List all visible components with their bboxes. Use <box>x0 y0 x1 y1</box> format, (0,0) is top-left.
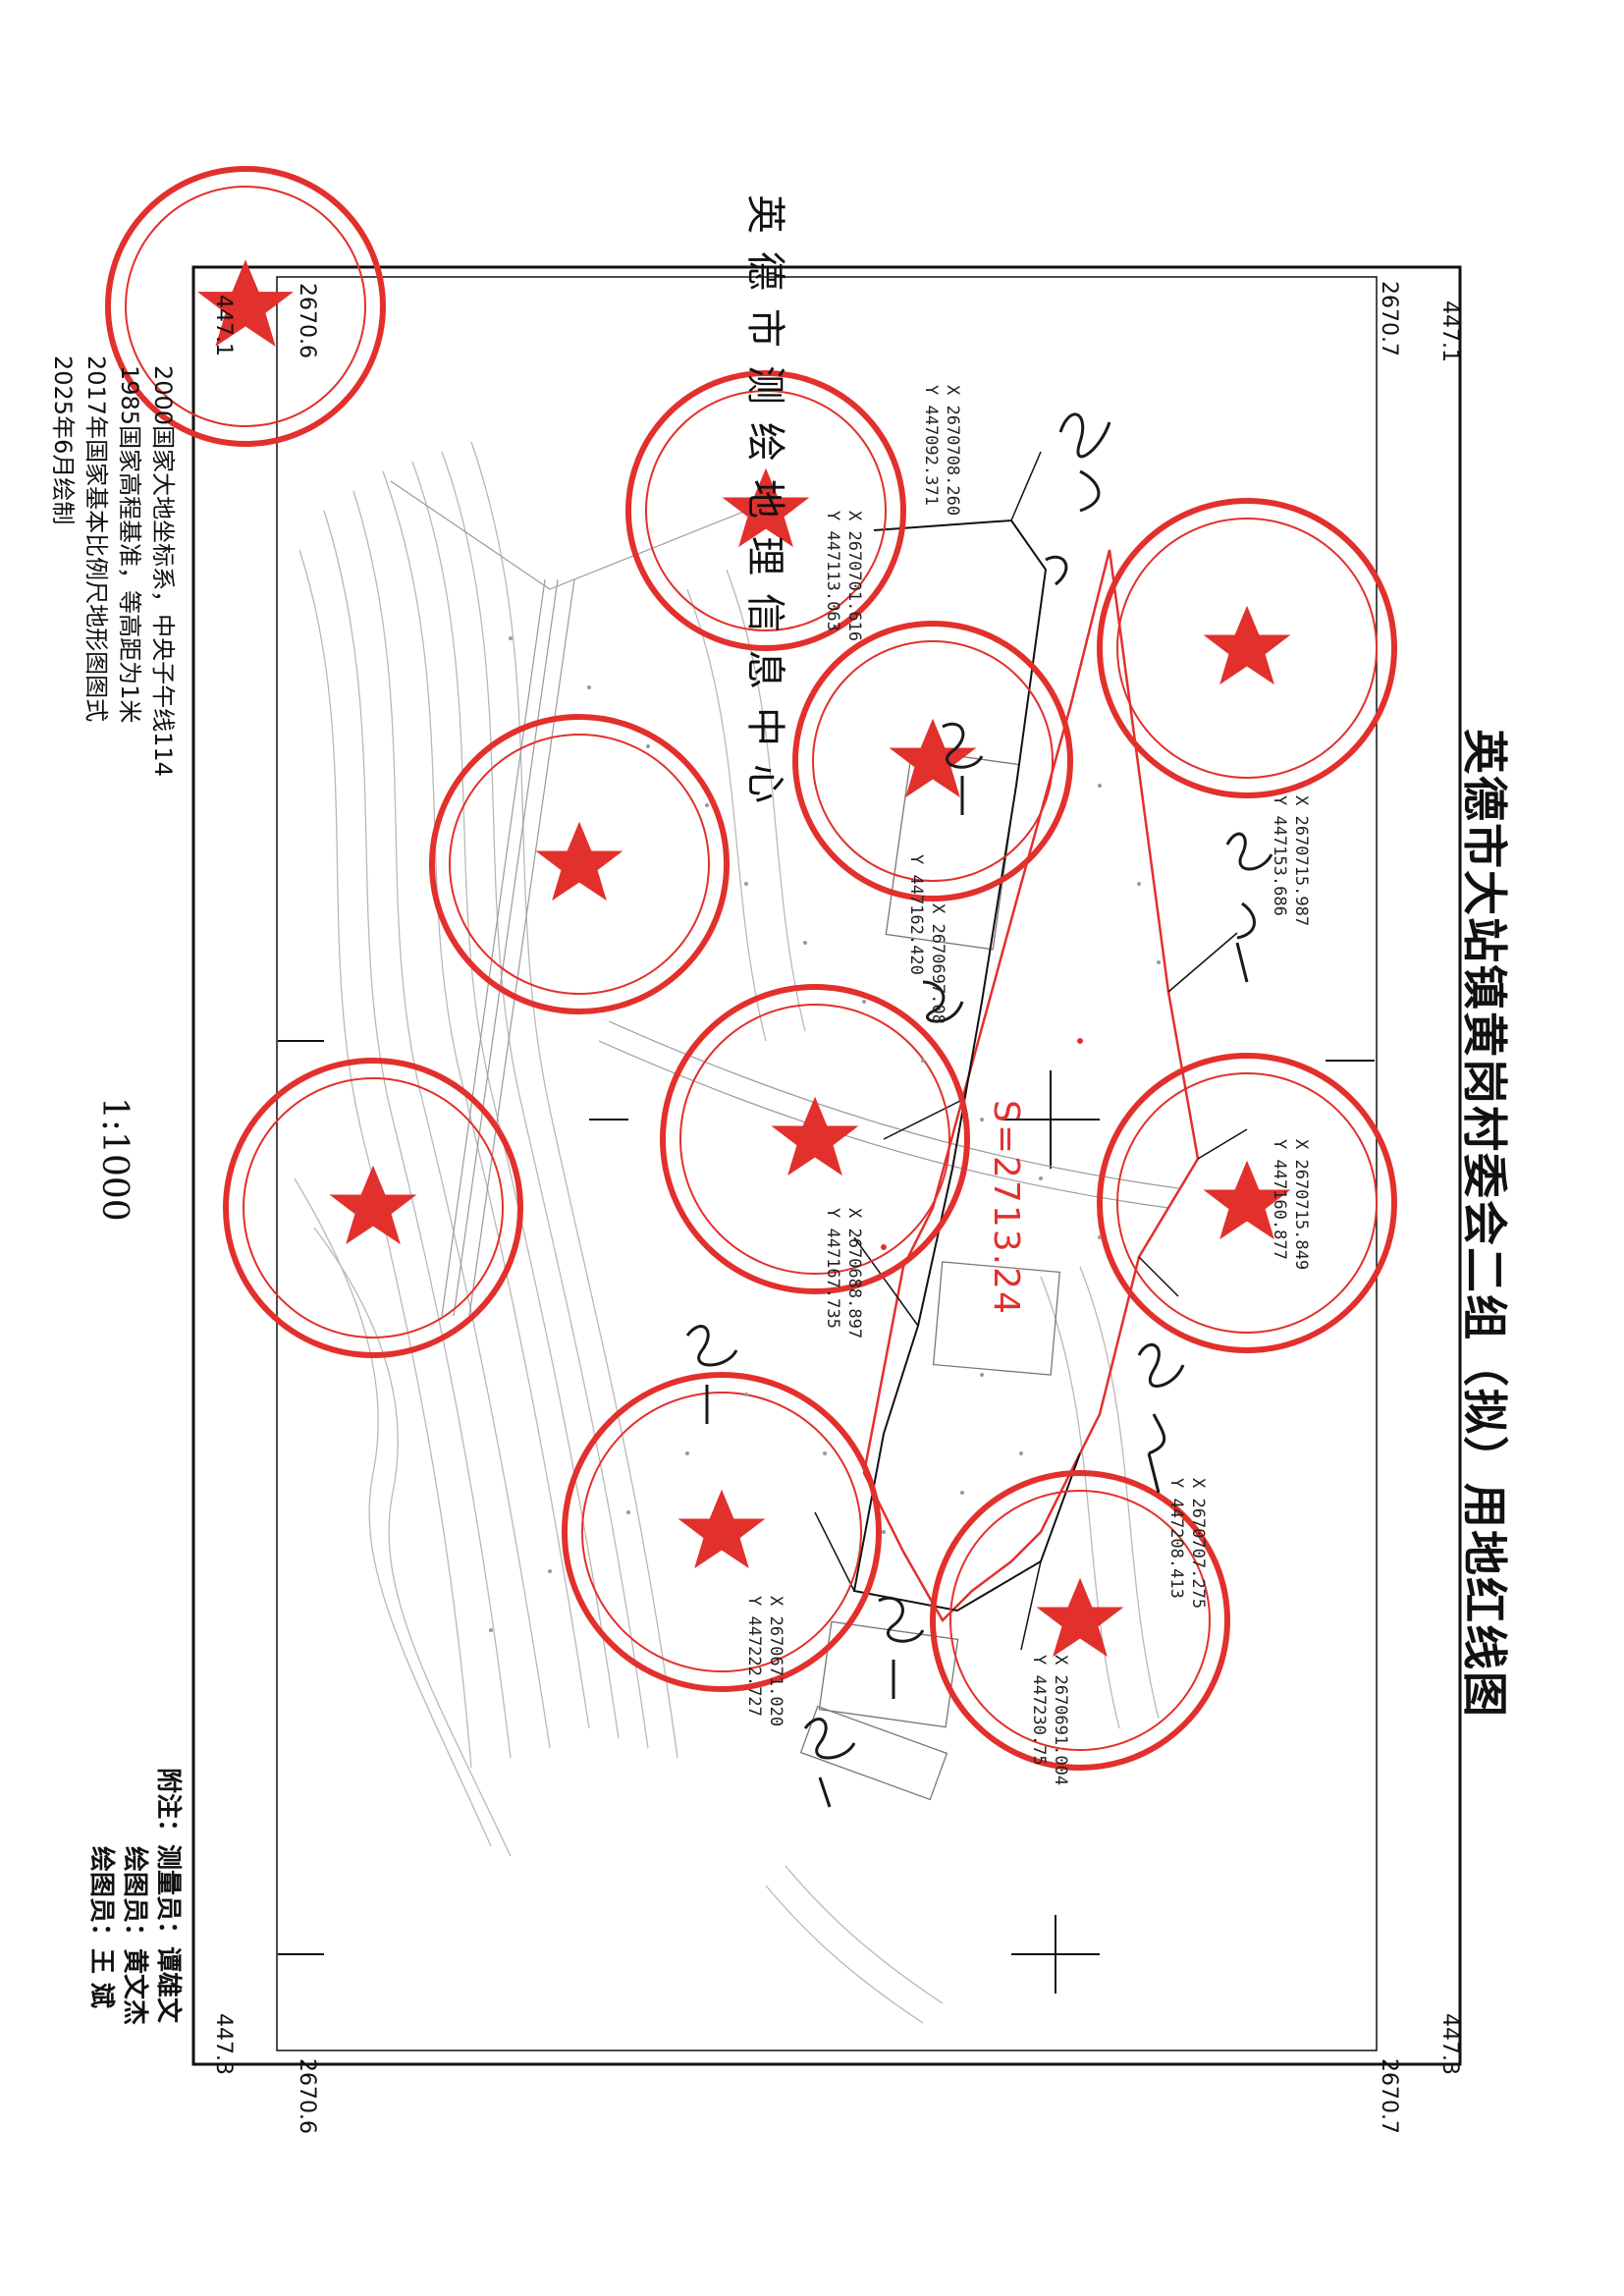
coord-y-8: Y 447222.727 <box>744 1596 764 1717</box>
map-outer-frame <box>191 265 1462 2066</box>
note-drawing-date: 2025年6月绘制 <box>49 355 77 525</box>
seal-residents-committee-3 <box>660 984 970 1294</box>
grid-label-top-left-x: 2670.6 <box>295 283 319 358</box>
coord-y-1: Y 447092.371 <box>921 385 941 506</box>
coord-x-2: X 2670701.616 <box>844 511 864 642</box>
coord-x-6: X 2670688.897 <box>844 1208 864 1339</box>
grid-label-top-right-y: 447.1 <box>1437 301 1462 362</box>
coord-x-3: X 2670715.987 <box>1291 795 1311 927</box>
grid-label-bottom-left-y: 447.3 <box>211 2013 236 2075</box>
grid-label-bottom-right-x: 2670.7 <box>1377 2058 1401 2134</box>
coord-y-3: Y 447153.686 <box>1270 795 1289 916</box>
seal-residents-committee-2 <box>429 714 730 1014</box>
seal-village-committee-3 <box>930 1470 1230 1771</box>
map-title: 英德市大站镇黄岗村委会二组（拟）用地红线图 <box>1458 729 1511 1719</box>
coord-x-1: X 2670708.260 <box>943 385 962 517</box>
note-elevation-datum: 1985国家高程基准，等高距为1米 <box>116 365 143 724</box>
coord-x-9: X 2670691.004 <box>1051 1655 1070 1786</box>
seals-layer <box>105 166 1397 1771</box>
grid-label-bottom-left-x: 2670.6 <box>295 2058 319 2134</box>
note-map-symbols: 2017年国家基本比例尺地形图图式 <box>82 355 110 723</box>
coord-y-4: Y 447162.420 <box>906 854 926 975</box>
coordinate-leaders <box>814 451 1248 1651</box>
map-inner-frame <box>276 276 1378 2051</box>
road-lines <box>390 480 1179 1317</box>
survey-polyline <box>852 519 1081 1613</box>
coord-y-5: Y 447160.877 <box>1270 1139 1289 1260</box>
seal-village-committee-1 <box>1097 498 1397 798</box>
note-coordinate-system: 2000国家大地坐标系，中央子午线114 <box>149 365 177 777</box>
signature-scribbles <box>685 412 1273 1808</box>
seal-town-2 <box>223 1058 523 1358</box>
coord-x-8: X 2670671.020 <box>766 1596 785 1727</box>
grid-cross-marks <box>278 1040 1375 1994</box>
note-drafter-2: 绘图员：王 斌 <box>86 1846 116 2009</box>
seal-village-committee-2 <box>1097 1053 1397 1353</box>
seal-residents-committee-4 <box>562 1372 882 1692</box>
coord-y-9: Y 447230.75 <box>1029 1655 1049 1766</box>
grid-label-top-right-x: 2670.7 <box>1377 281 1401 356</box>
coord-x-4: X 2670697.08 <box>928 903 947 1024</box>
seal-mapping-center <box>105 166 386 447</box>
area-label: S=2713.24 <box>986 1100 1026 1316</box>
note-drafter-1: 绘图员：黄文杰 <box>120 1846 149 2026</box>
coord-y-6: Y 447167.735 <box>823 1208 842 1329</box>
land-boundary-line <box>862 549 1200 1623</box>
coord-x-7: X 2670707.275 <box>1188 1478 1208 1610</box>
grid-label-top-left-y: 447.1 <box>211 295 236 356</box>
grid-label-bottom-right-y: 447.3 <box>1437 2013 1462 2075</box>
map-scale: 1:1000 <box>94 1097 135 1222</box>
coord-y-2: Y 447113.063 <box>823 511 842 631</box>
note-surveyor: 附注：测量员：谭雄文 <box>153 1768 183 2024</box>
contour-lines <box>294 441 1160 2024</box>
coord-x-5: X 2670715.849 <box>1291 1139 1311 1271</box>
seal-residents-committee-1 <box>792 621 1073 902</box>
organization-name: 英德市测绘地理信息中心 <box>742 194 787 821</box>
coord-y-7: Y 447208.413 <box>1166 1478 1186 1599</box>
seal-town-government-1 <box>625 370 906 651</box>
